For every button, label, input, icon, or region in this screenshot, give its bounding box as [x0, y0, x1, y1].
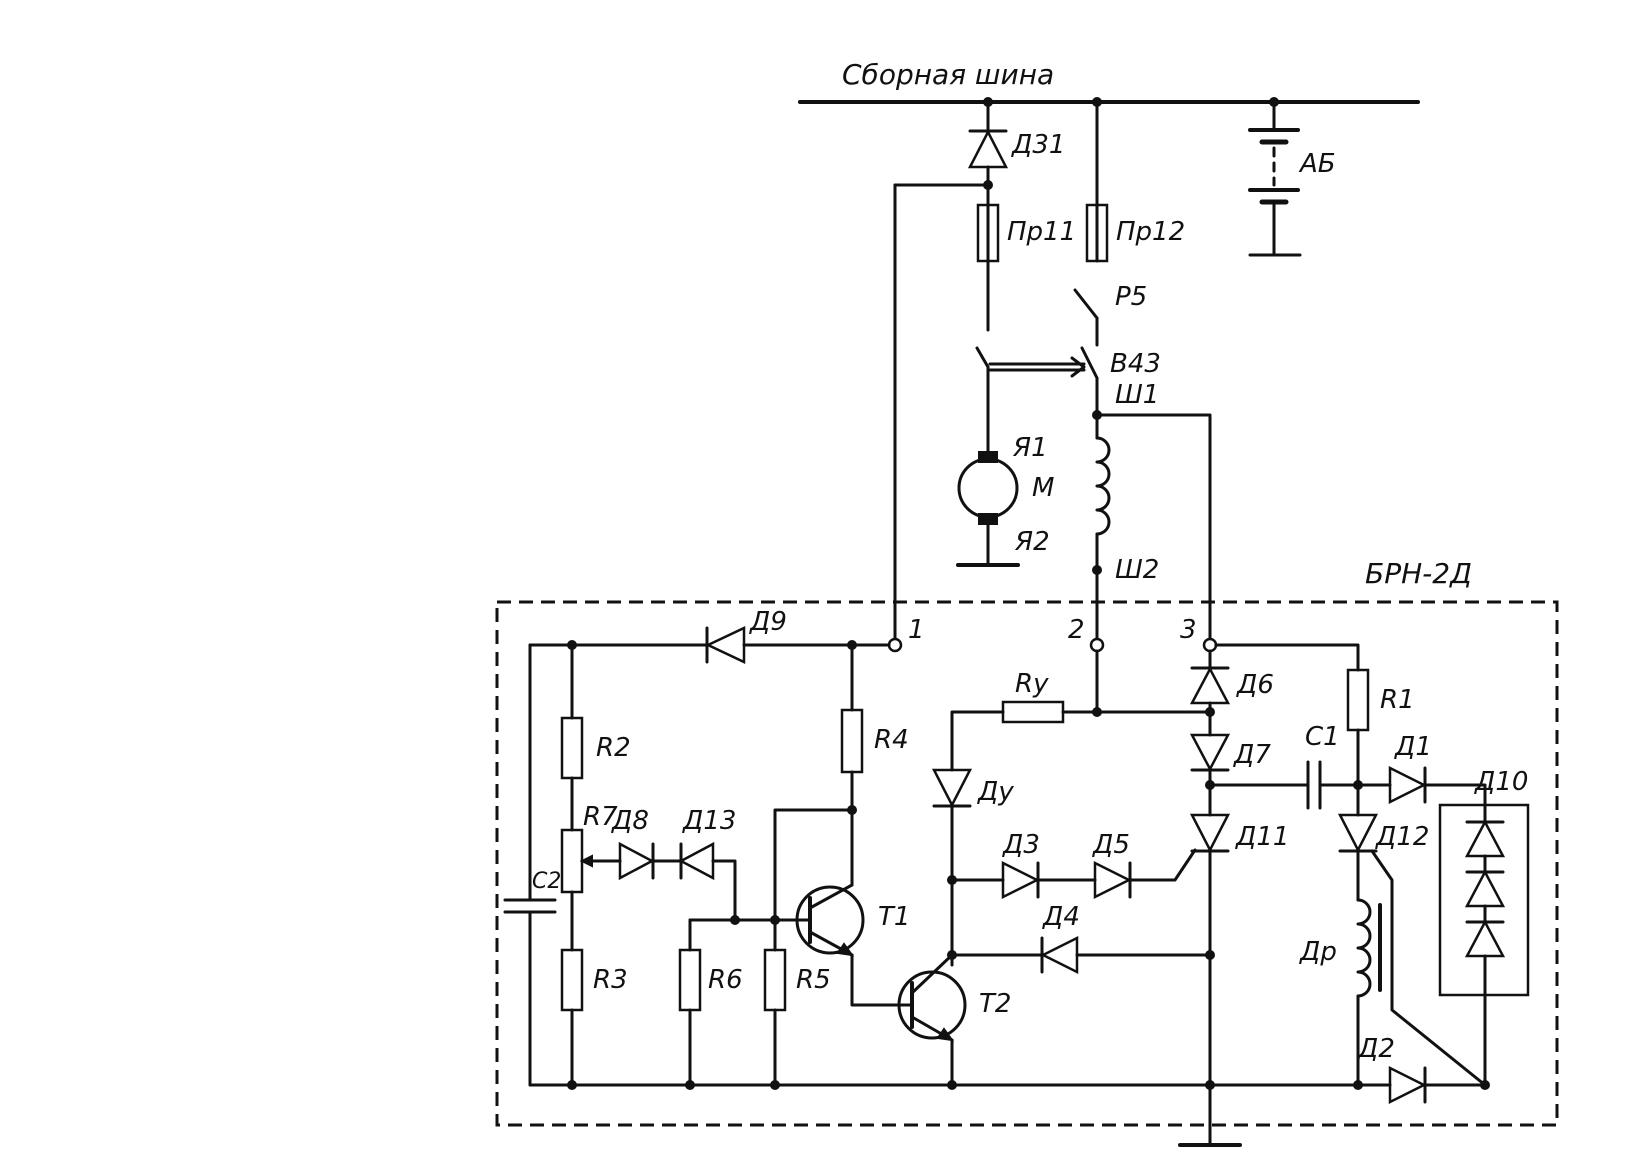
- terminal-3-label: 3: [1180, 615, 1197, 645]
- d31-label: Д31: [1011, 130, 1065, 160]
- resistor-r6: [678, 918, 702, 1087]
- resistor-r5: [763, 808, 854, 1087]
- transistor-t2: [893, 953, 967, 1087]
- resistor-ry: [950, 700, 1212, 772]
- d5-label: Д5: [1092, 830, 1130, 860]
- diode-d6: [1189, 649, 1231, 737]
- d2-label: Д2: [1357, 1034, 1395, 1064]
- sh1-label: Ш1: [1115, 380, 1159, 410]
- tr1-label: T1: [878, 902, 910, 932]
- resistor-r2: [560, 643, 584, 832]
- diode-d1: [1356, 765, 1487, 822]
- pr12-label: Пр12: [1116, 217, 1185, 247]
- r5-label: R5: [796, 965, 831, 995]
- switch-b43: [975, 346, 1099, 454]
- d1-label: Д1: [1394, 732, 1432, 762]
- r1-label: R1: [1380, 685, 1415, 715]
- diode-d12: [1337, 813, 1379, 902]
- fuse-pr11: [976, 203, 1000, 332]
- bottom-rail: [528, 1080, 1360, 1090]
- diode-d8: [618, 841, 682, 881]
- terminal-1: [887, 637, 903, 653]
- sh2-label: Ш2: [1115, 555, 1159, 585]
- transistor-t1: [795, 883, 897, 1007]
- terminal-2-label: 2: [1068, 615, 1085, 645]
- dr-label: Др: [1299, 937, 1337, 967]
- r4-label: R4: [874, 725, 909, 755]
- r2-label: R2: [596, 733, 631, 763]
- diode-dy: [931, 768, 973, 957]
- m-label: М: [1032, 473, 1054, 503]
- capacitor-c1: [1208, 760, 1360, 810]
- battery-ab: [1248, 100, 1302, 257]
- block-label: БРН-2Д: [1365, 557, 1472, 590]
- diode-stack-d10: [1438, 803, 1530, 1087]
- r7-label: R7: [583, 802, 618, 832]
- ground-symbol: [1178, 1083, 1242, 1147]
- d8-label: Д8: [611, 806, 649, 836]
- terminal-1-label: 1: [908, 615, 925, 645]
- terminal-3: [1202, 637, 1218, 653]
- ry-label: Rу: [1015, 669, 1049, 699]
- diode-d13: [678, 841, 737, 922]
- field-winding: [1092, 410, 1111, 642]
- diode-d3: [950, 860, 1097, 900]
- diode-d5: [1093, 848, 1197, 900]
- d11-label: Д11: [1235, 822, 1289, 852]
- ab-label: АБ: [1298, 149, 1336, 179]
- terminal-2: [1089, 637, 1105, 653]
- dy-label: Ду: [977, 777, 1014, 807]
- potentiometer-r7: [560, 828, 622, 952]
- capacitor-c2: [503, 643, 557, 1087]
- diode-d9: [528, 626, 891, 664]
- bus-label: Сборная шина: [842, 58, 1054, 91]
- diode-d7: [1189, 733, 1231, 817]
- block-brn-2d: [495, 600, 1559, 1127]
- d4-label: Д4: [1042, 902, 1080, 932]
- fuse-pr12: [1085, 100, 1109, 263]
- r6-label: R6: [708, 965, 743, 995]
- d6-label: Д6: [1236, 670, 1274, 700]
- c1-label: C1: [1305, 722, 1340, 752]
- ya1-label: Я1: [1012, 433, 1048, 463]
- r3-label: R3: [593, 965, 628, 995]
- ya2-label: Я2: [1014, 527, 1050, 557]
- diode-d2: [1356, 1065, 1487, 1105]
- pr11-label: Пр11: [1007, 217, 1076, 247]
- diode-d11: [1189, 813, 1231, 1087]
- relay-contact-p5: [1073, 288, 1099, 347]
- d10-label: Д10: [1474, 767, 1528, 797]
- bus-bar: [798, 97, 1420, 107]
- d12-label: Д12: [1375, 822, 1429, 852]
- d9-label: Д9: [749, 607, 787, 637]
- d3-label: Д3: [1002, 830, 1040, 860]
- tr2-label: T2: [979, 989, 1011, 1019]
- b43-label: В43: [1110, 349, 1161, 379]
- d13-label: Д13: [682, 806, 736, 836]
- d7-label: Д7: [1233, 740, 1271, 770]
- diode-d4: [950, 935, 1212, 975]
- resistor-r3: [560, 948, 584, 1087]
- choke-dr: [1356, 898, 1382, 1087]
- motor-m: [956, 451, 1020, 567]
- p5-label: Р5: [1115, 282, 1147, 312]
- resistor-r4: [840, 643, 864, 887]
- resistor-r1: [1214, 643, 1370, 817]
- c2-label: C2: [532, 869, 561, 894]
